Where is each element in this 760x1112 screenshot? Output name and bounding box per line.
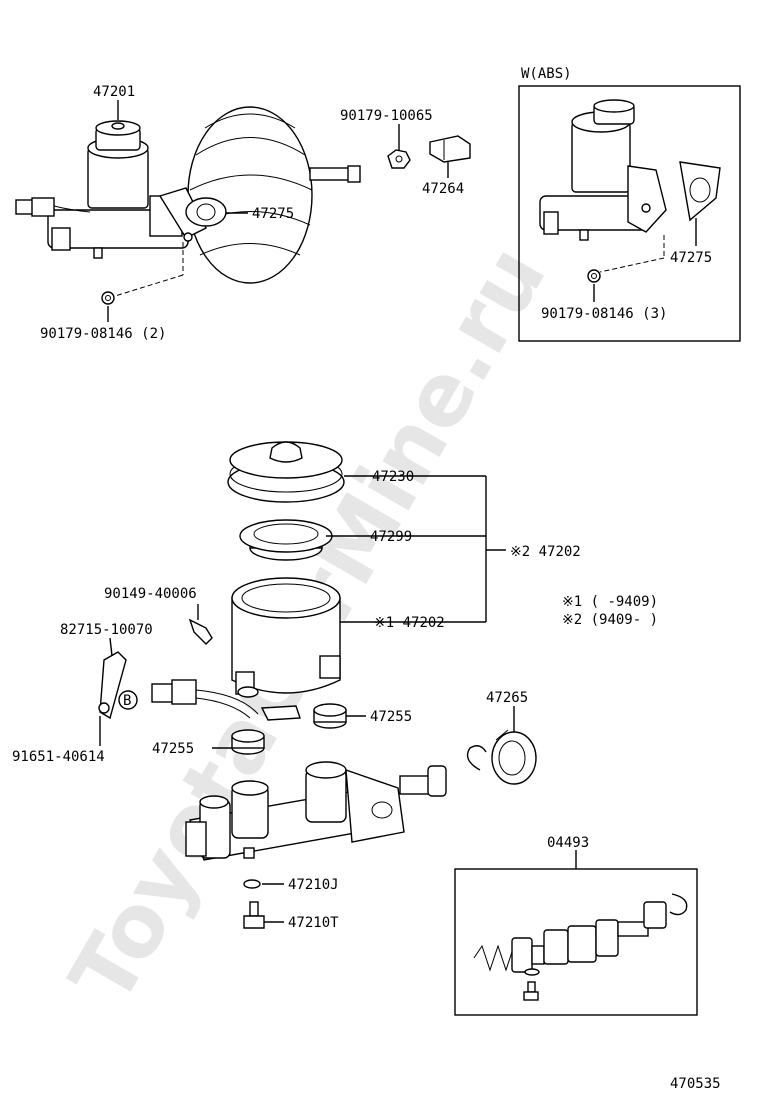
label-bleeder: 47210T [288, 915, 339, 931]
catalog-number: 470535 [670, 1076, 721, 1092]
label-boot: 47265 [486, 690, 528, 706]
label-screw: 90149-40006 [104, 586, 197, 602]
label-cap: 47230 [372, 469, 414, 485]
reservoir-47202 [231, 577, 341, 698]
level-sensor-connector-top [15, 197, 91, 217]
label-nut-lower-left: 90179-08146 (2) [40, 326, 166, 342]
repair-kit-parts [473, 893, 688, 1001]
level-sensor-82715 [98, 651, 301, 721]
label-sensor: 82715-10070 [60, 622, 153, 638]
label-reservoir-top: 47201 [93, 84, 135, 100]
strainer-47299 [239, 519, 333, 561]
master-cylinder-assy-top [47, 120, 227, 259]
screw-90149-40006 [188, 618, 213, 645]
snap-ring [466, 745, 487, 771]
note-1: ※1 ( -9409) [562, 594, 658, 610]
label-clamp: 91651-40614 [12, 749, 105, 765]
label-abs-nut: 90179-08146 (3) [541, 306, 667, 322]
label-reservoir: ※1 47202 [374, 615, 445, 631]
callout-b: B [118, 690, 138, 710]
nut-90179-10065 [387, 149, 411, 169]
grommet-47255-left [231, 729, 265, 755]
nut-90179-08146 [101, 291, 115, 305]
label-nut-upper: 90179-10065 [340, 108, 433, 124]
label-clip: 47264 [422, 181, 464, 197]
master-cylinder-abs [539, 99, 667, 241]
gasket-47275-abs [679, 161, 721, 222]
master-cylinder-body [185, 761, 447, 861]
bleeder-47210T [243, 901, 265, 929]
label-grommet-right: 47255 [370, 709, 412, 725]
label-gasket-upper: 47275 [252, 206, 294, 222]
washer-47210J [243, 879, 261, 889]
brake-booster [187, 106, 361, 284]
svg-text:B: B [123, 693, 131, 709]
grommet-47255-right [313, 703, 347, 729]
label-strainer: 47299 [370, 529, 412, 545]
reservoir-cap-47230 [227, 441, 345, 503]
boot-47265 [491, 729, 537, 785]
label-reservoir-assy: ※2 47202 [510, 544, 581, 560]
clip-47264 [429, 135, 471, 163]
label-kit: 04493 [547, 835, 589, 851]
note-2: ※2 (9409- ) [562, 612, 658, 628]
abs-variant-box [518, 85, 741, 342]
label-washer: 47210J [288, 877, 339, 893]
nut-abs [587, 269, 601, 283]
label-grommet-left: 47255 [152, 741, 194, 757]
abs-box-title: W(ABS) [521, 66, 572, 82]
label-abs-gasket: 47275 [670, 250, 712, 266]
